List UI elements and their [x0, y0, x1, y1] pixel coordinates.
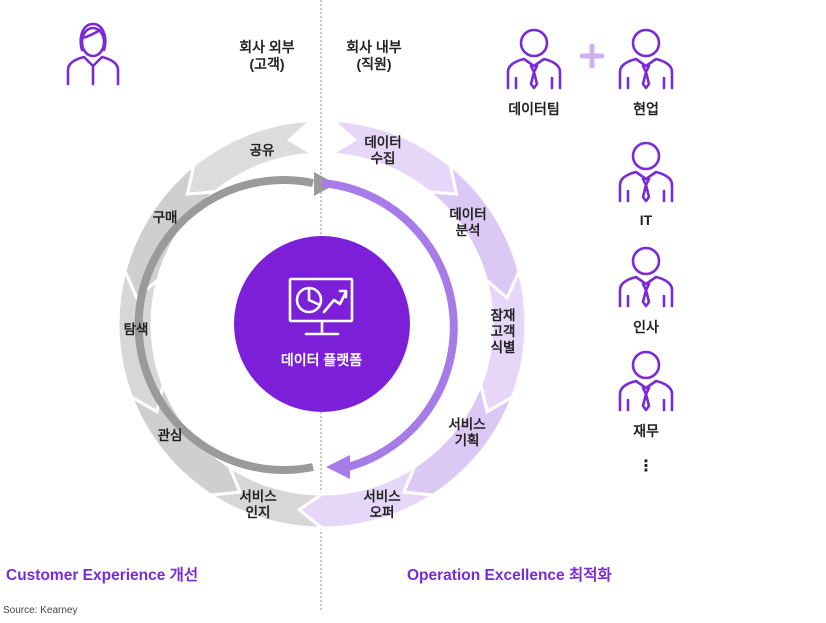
operation-segments: [296, 118, 528, 530]
customer-experience-title: Customer Experience 개선: [6, 567, 199, 584]
plus-icon: [579, 43, 605, 69]
operation-flow-arrowhead: [326, 455, 350, 479]
more-teams-ellipsis: ⋮: [638, 458, 654, 475]
segment-purchase: 구매: [152, 210, 178, 225]
operation-excellence-title: Operation Excellence 최적화: [407, 567, 612, 584]
inside-company-label: 회사 내부 (직원): [346, 39, 402, 72]
segment-service-planning: 서비스 기획: [448, 417, 486, 448]
female-user-icon: [66, 22, 120, 86]
business-team-male-user-icon: [618, 28, 674, 90]
team-finance-label: 재무: [633, 423, 659, 439]
hr-team-male-user-icon: [618, 246, 674, 308]
customer-flow-arrow: [134, 176, 314, 474]
segment-lead-identification: 잠재 고객 식별: [490, 308, 516, 355]
finance-team-male-user-icon: [618, 350, 674, 412]
team-business-label: 현업: [633, 101, 659, 117]
segment-shape-service-offer: [296, 462, 438, 530]
segment-service-awareness: 서비스 인지: [239, 489, 277, 520]
data-team-male-user-icon: [506, 28, 562, 90]
data-platform-label: 데이터 플랫폼: [280, 352, 363, 368]
team-data-label: 데이터팀: [508, 101, 560, 117]
segment-share: 공유: [249, 143, 275, 158]
segment-data-collection: 데이터 수집: [364, 135, 402, 166]
segment-service-offer: 서비스 오퍼: [363, 489, 401, 520]
it-team-male-user-icon: [618, 141, 674, 203]
team-hr-label: 인사: [633, 319, 659, 335]
segment-explore: 탐색: [123, 322, 149, 337]
team-it-label: IT: [639, 212, 653, 228]
segment-data-analysis: 데이터 분석: [449, 207, 487, 238]
outside-company-label: 회사 외부 (고객): [239, 39, 295, 72]
segment-interest: 관심: [157, 428, 183, 443]
operation-flow-arrow: [321, 179, 458, 471]
monitor-chart-icon: [288, 277, 354, 336]
source-note: Source: Kearney: [3, 605, 78, 616]
